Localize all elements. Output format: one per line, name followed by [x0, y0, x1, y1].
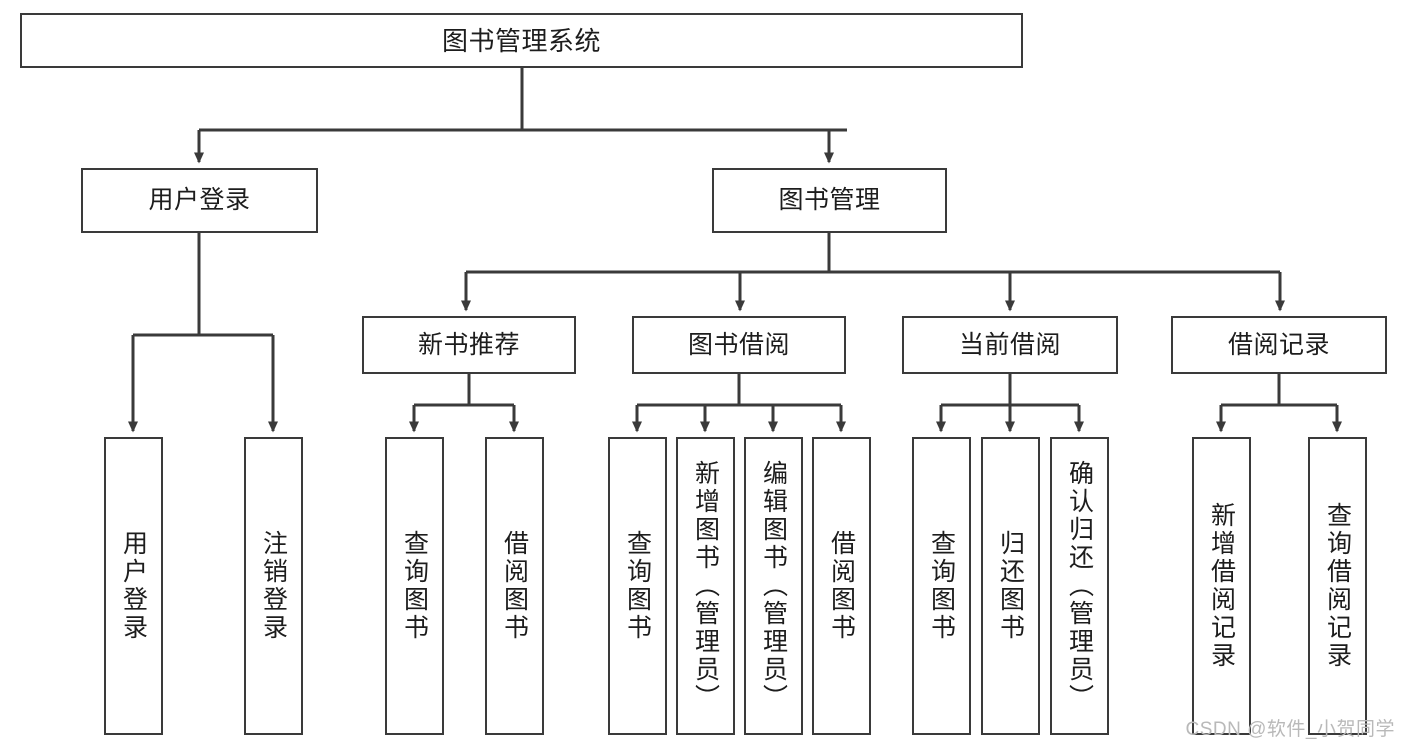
leaf-recommend-borrow-book[interactable]: 借阅图书 — [485, 437, 544, 735]
node-label: 编辑图书（管理员） — [759, 460, 788, 712]
leaf-recommend-query-book[interactable]: 查询图书 — [385, 437, 444, 735]
node-label: 借阅图书 — [500, 530, 529, 642]
leaf-borrow-add-book[interactable]: 新增图书（管理员） — [676, 437, 735, 735]
watermark-text: CSDN @软件_小贺同学 — [1185, 719, 1395, 740]
node-current-borrow[interactable]: 当前借阅 — [902, 316, 1118, 374]
leaf-current-confirm-return[interactable]: 确认归还（管理员） — [1050, 437, 1109, 735]
node-label: 新增图书（管理员） — [691, 460, 720, 712]
node-book-borrow[interactable]: 图书借阅 — [632, 316, 846, 374]
node-root-book-management-system[interactable]: 图书管理系统 — [20, 13, 1023, 68]
leaf-user-login[interactable]: 用户登录 — [104, 437, 163, 735]
leaf-borrow-borrow-book[interactable]: 借阅图书 — [812, 437, 871, 735]
node-label: 图书借阅 — [687, 330, 790, 359]
leaf-borrow-edit-book[interactable]: 编辑图书（管理员） — [744, 437, 803, 735]
node-label: 用户登录 — [148, 186, 251, 214]
node-label: 新增借阅记录 — [1207, 502, 1236, 670]
leaf-borrow-query-book[interactable]: 查询图书 — [608, 437, 667, 735]
node-label: 确认归还（管理员） — [1065, 460, 1094, 712]
leaf-record-query-record[interactable]: 查询借阅记录 — [1308, 437, 1367, 735]
node-label: 借阅图书 — [827, 530, 856, 642]
node-label: 归还图书 — [996, 530, 1025, 642]
node-label: 图书管理 — [778, 186, 881, 214]
node-label: 当前借阅 — [958, 330, 1061, 359]
leaf-user-logout[interactable]: 注销登录 — [244, 437, 303, 735]
node-label: 图书管理系统 — [441, 25, 601, 56]
node-label: 借阅记录 — [1227, 330, 1330, 359]
leaf-record-add-record[interactable]: 新增借阅记录 — [1192, 437, 1251, 735]
node-label: 查询图书 — [623, 530, 652, 642]
node-label: 查询图书 — [927, 530, 956, 642]
node-label: 注销登录 — [259, 530, 288, 642]
node-new-book-recommend[interactable]: 新书推荐 — [362, 316, 576, 374]
node-label: 查询借阅记录 — [1323, 502, 1352, 670]
leaf-current-return-book[interactable]: 归还图书 — [981, 437, 1040, 735]
node-label: 用户登录 — [119, 530, 148, 642]
node-borrow-record[interactable]: 借阅记录 — [1171, 316, 1387, 374]
node-label: 新书推荐 — [417, 330, 520, 359]
node-user-login[interactable]: 用户登录 — [81, 168, 318, 233]
node-book-management[interactable]: 图书管理 — [712, 168, 947, 233]
leaf-current-query-book[interactable]: 查询图书 — [912, 437, 971, 735]
node-label: 查询图书 — [400, 530, 429, 642]
